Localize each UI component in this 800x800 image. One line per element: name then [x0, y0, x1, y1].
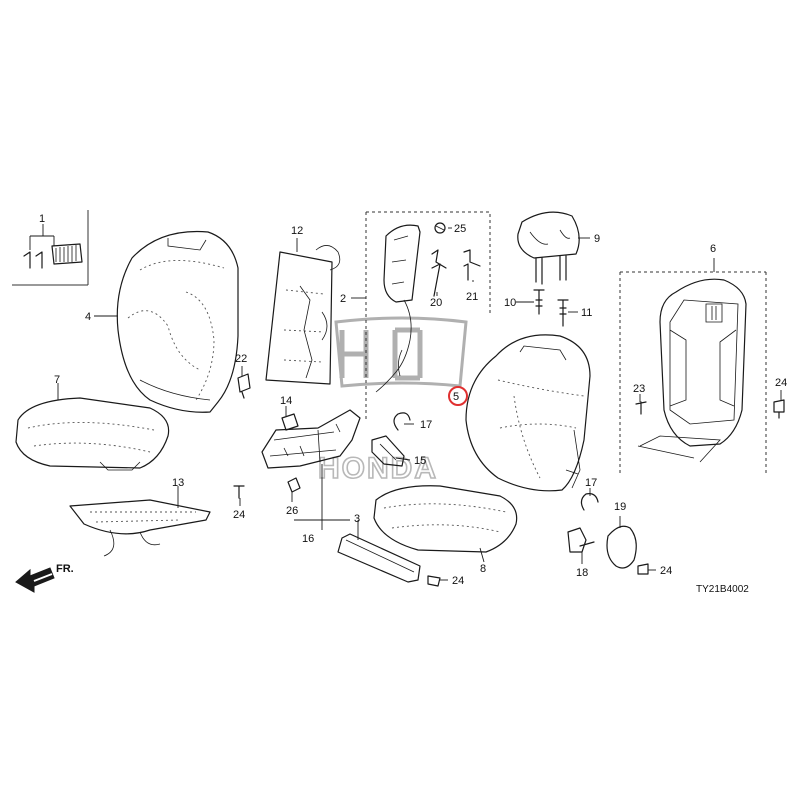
callout-24-bottom-right[interactable]: 24: [660, 565, 672, 577]
part-11-bolt[interactable]: [557, 299, 569, 327]
part-24-screw-right[interactable]: [773, 399, 785, 419]
highlight-circle: [448, 386, 468, 406]
part-9-headrest[interactable]: [517, 211, 580, 285]
part-14-switch[interactable]: [281, 413, 299, 431]
part-5-seatback-assembly[interactable]: [465, 334, 591, 492]
part-6-seatback-frame[interactable]: [619, 271, 767, 476]
part-26-knob[interactable]: [287, 477, 301, 493]
callout-13[interactable]: 13: [172, 477, 184, 489]
part-25-nut[interactable]: [434, 222, 446, 234]
part-10-bolt[interactable]: [533, 289, 545, 315]
part-13-heater-pad[interactable]: [69, 499, 211, 557]
part-16-side-cover[interactable]: [261, 409, 361, 469]
diagram-code: TY21B4002: [696, 584, 749, 595]
part-8-cushion-assembly[interactable]: [373, 485, 518, 553]
callout-8[interactable]: 8: [480, 563, 486, 575]
callout-17-middle[interactable]: 17: [420, 419, 432, 431]
callout-10[interactable]: 10: [504, 297, 516, 309]
callout-5[interactable]: 5: [453, 391, 459, 403]
leader-lines: [57, 227, 782, 581]
callout-12[interactable]: 12: [291, 225, 303, 237]
part-24-screw-bottom-right[interactable]: [637, 563, 649, 575]
callout-17-right[interactable]: 17: [585, 477, 597, 489]
part-3-front-trim[interactable]: [337, 533, 421, 583]
callout-6[interactable]: 6: [710, 243, 716, 255]
part-17-clip-middle[interactable]: [393, 412, 411, 431]
callout-18[interactable]: 18: [576, 567, 588, 579]
callout-11[interactable]: 11: [581, 307, 592, 319]
callout-15[interactable]: 15: [414, 455, 426, 467]
callout-3[interactable]: 3: [354, 513, 360, 525]
part-24-screw-left[interactable]: [233, 485, 245, 499]
callout-24-right[interactable]: 24: [775, 377, 787, 389]
callout-24-left[interactable]: 24: [233, 509, 245, 521]
callout-24-bottom[interactable]: 24: [452, 575, 464, 587]
callout-7[interactable]: 7: [54, 374, 60, 386]
callout-14[interactable]: 14: [280, 395, 292, 407]
part-18-bracket[interactable]: [567, 527, 595, 553]
part-20-bracket[interactable]: [431, 249, 447, 297]
callout-26[interactable]: 26: [286, 505, 298, 517]
part-15-bracket[interactable]: [371, 435, 405, 467]
part-1-clips[interactable]: [12, 210, 89, 286]
callout-25[interactable]: 25: [454, 223, 466, 235]
callout-labels: 1 2 3 4 5 6 7 8 9 10 11 12 13 14 15 16 1…: [39, 213, 787, 587]
callout-20[interactable]: 20: [430, 297, 442, 309]
callout-23[interactable]: 23: [633, 383, 645, 395]
honda-logo-watermark: HONDA: [317, 316, 468, 486]
part-17-clip-right[interactable]: [580, 493, 599, 511]
callout-4[interactable]: 4: [85, 311, 91, 323]
callout-16[interactable]: 16: [302, 533, 314, 545]
part-7-cushion-cover[interactable]: [15, 397, 170, 471]
callout-2[interactable]: 2: [340, 293, 346, 305]
part-4-seatback-cover[interactable]: [116, 230, 239, 413]
front-direction-label: FR.: [56, 563, 74, 575]
callout-19[interactable]: 19: [614, 501, 626, 513]
part-12-back-heater-pad[interactable]: [265, 245, 341, 385]
part-2-airbag-group[interactable]: [365, 211, 491, 420]
front-direction-arrow: FR.: [15, 563, 74, 593]
part-23-bolt[interactable]: [635, 401, 647, 415]
part-24-screw-bottom[interactable]: [427, 575, 441, 587]
callout-9[interactable]: 9: [594, 233, 600, 245]
callout-22[interactable]: 22: [235, 353, 247, 365]
part-19-cover[interactable]: [606, 525, 637, 569]
callout-1[interactable]: 1: [39, 213, 45, 225]
callout-21[interactable]: 21: [466, 291, 478, 303]
part-21-bracket[interactable]: [463, 249, 481, 281]
part-22-clip[interactable]: [237, 373, 251, 399]
